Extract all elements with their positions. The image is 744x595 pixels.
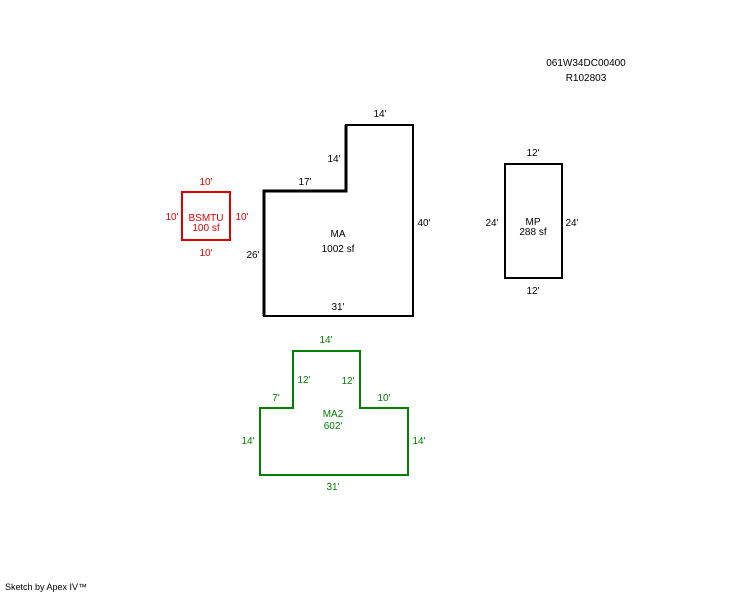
ma-dim-top: 14' xyxy=(373,109,386,120)
ma2-dim-right: 14' xyxy=(412,436,425,447)
ma-left-wall-emphasis xyxy=(262,125,348,316)
mp-dim-right: 24' xyxy=(565,218,578,229)
area-ma2: 14' 12' 12' 7' 10' 14' 14' 31' MA2 602' xyxy=(241,335,425,493)
ma2-dim-left: 14' xyxy=(241,436,254,447)
bsmtu-name: BSMTU xyxy=(189,213,224,224)
bsmtu-size: 100 sf xyxy=(192,223,219,234)
ma2-dim-inner-right: 12' xyxy=(341,376,354,387)
mp-dim-left: 24' xyxy=(485,218,498,229)
ma-dim-bottom: 31' xyxy=(331,302,344,313)
area-ma: 14' 14' 17' 40' 26' 31' MA 1002 sf xyxy=(246,109,431,317)
mp-dim-bottom: 12' xyxy=(526,286,539,297)
ma2-dim-top: 14' xyxy=(319,335,332,346)
ma2-dim-inner-left: 12' xyxy=(297,375,310,386)
area-mp: 12' 24' 24' 12' MP 288 sf xyxy=(485,148,578,297)
parcel-id: 061W34DC00400 xyxy=(546,58,626,69)
ma-dim-step-horizontal: 17' xyxy=(298,177,311,188)
mp-outline xyxy=(504,163,563,279)
ma2-size: 602' xyxy=(324,421,343,432)
mp-dim-top: 12' xyxy=(526,148,539,159)
ma-dim-step-vertical: 14' xyxy=(327,154,340,165)
ma-dim-left: 26' xyxy=(246,250,259,261)
ma2-name: MA2 xyxy=(323,409,344,420)
sketch-credit: Sketch by Apex IV™ xyxy=(5,582,88,592)
bsmtu-outline xyxy=(181,191,231,241)
bsmtu-dim-right: 10' xyxy=(235,212,248,223)
bsmtu-dim-top: 10' xyxy=(199,177,212,188)
ma2-outline xyxy=(259,350,409,476)
ma-size: 1002 sf xyxy=(322,244,355,255)
ma2-dim-right-ledge: 10' xyxy=(377,393,390,404)
mp-name: MP xyxy=(526,217,541,228)
mp-size: 288 sf xyxy=(519,227,546,238)
bsmtu-dim-left: 10' xyxy=(165,212,178,223)
ma-dim-right: 40' xyxy=(417,218,430,229)
ma-name: MA xyxy=(331,229,346,240)
account-id: R102803 xyxy=(565,73,607,84)
area-bsmtu: 10' 10' 10' 10' BSMTU 100 sf xyxy=(165,177,248,259)
ma2-dim-left-ledge: 7' xyxy=(272,393,280,404)
ma2-dim-bottom: 31' xyxy=(326,482,339,493)
bsmtu-dim-bottom: 10' xyxy=(199,248,212,259)
